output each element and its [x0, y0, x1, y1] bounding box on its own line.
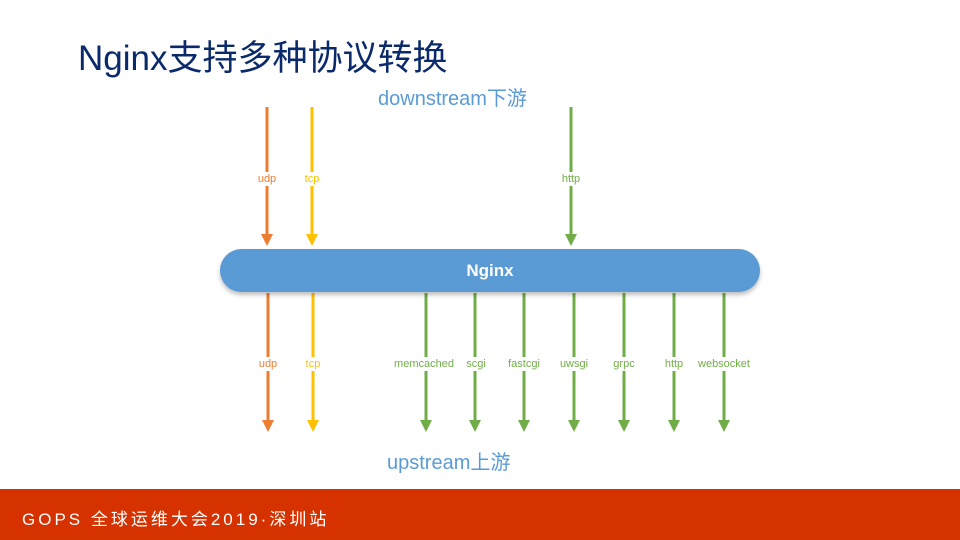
downstream-label: downstream下游 [378, 88, 527, 110]
footer-bar: GOPS 全球运维大会2019·深圳站 [0, 489, 960, 540]
down-label-udp: udp [257, 172, 277, 186]
nginx-box: Nginx [220, 249, 760, 292]
upstream-label: upstream上游 [387, 452, 511, 474]
up-label-scgi: scgi [466, 357, 486, 371]
up-label-tcp: tcp [305, 357, 321, 371]
up-label-uwsgi: uwsgi [559, 357, 589, 371]
up-label-websocket: websocket [698, 357, 750, 371]
up-label-memcached: memcached [394, 357, 454, 371]
down-label-tcp: tcp [304, 172, 320, 186]
footer-text: GOPS 全球运维大会2019·深圳站 [22, 510, 330, 529]
up-label-grpc: grpc [613, 357, 635, 371]
up-label-fastcgi: fastcgi [508, 357, 540, 371]
up-label-http: http [664, 357, 684, 371]
up-label-udp: udp [258, 357, 278, 371]
down-label-http: http [561, 172, 581, 186]
slide-title: Nginx支持多种协议转换 [78, 39, 448, 78]
